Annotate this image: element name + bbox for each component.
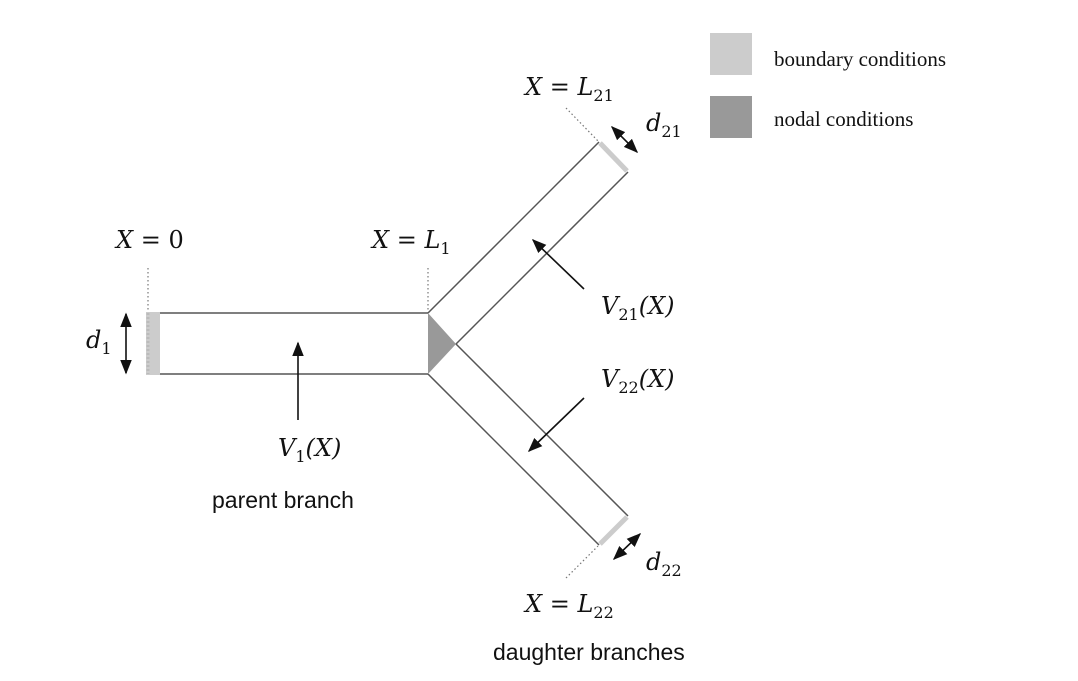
v21-label: V21(X) [601,292,675,324]
legend-nodal-label: nodal conditions [774,107,913,131]
daughter21-inner-edge [455,171,629,345]
xL22-guide-line [565,545,599,579]
d1-label: d1 [86,326,112,358]
parent-boundary-condition [146,312,160,375]
daughter21-boundary-condition [598,141,629,173]
daughter21-outer-edge [427,141,600,314]
d22-label: d22 [646,548,682,580]
x0-label: X = 0 [114,226,184,254]
legend-boundary-label: boundary conditions [774,47,946,71]
xL21-label: X = L21 [523,73,614,105]
v1-label: V1(X) [278,434,341,466]
d21-dimension-arrow [610,125,639,154]
d22-dimension-arrow [612,533,642,560]
legend-boundary-swatch [710,33,752,75]
v22-pointer-arrow [527,397,585,452]
v21-pointer-arrow [531,239,585,290]
daughter22-boundary-condition [598,515,629,546]
d21-label: d21 [646,109,682,141]
daughter-branches-caption: daughter branches [493,639,685,665]
xL22-label: X = L22 [523,590,614,622]
xL1-label: X = L1 [370,226,451,258]
nodal-condition-junction [428,313,456,374]
legend-nodal-swatch [710,96,752,138]
daughter22-inner-edge [455,343,629,517]
daughter22-outer-edge [427,373,600,546]
parent-branch-caption: parent branch [212,487,354,513]
v22-label: V22(X) [601,365,675,397]
xL21-guide-line [565,107,599,142]
